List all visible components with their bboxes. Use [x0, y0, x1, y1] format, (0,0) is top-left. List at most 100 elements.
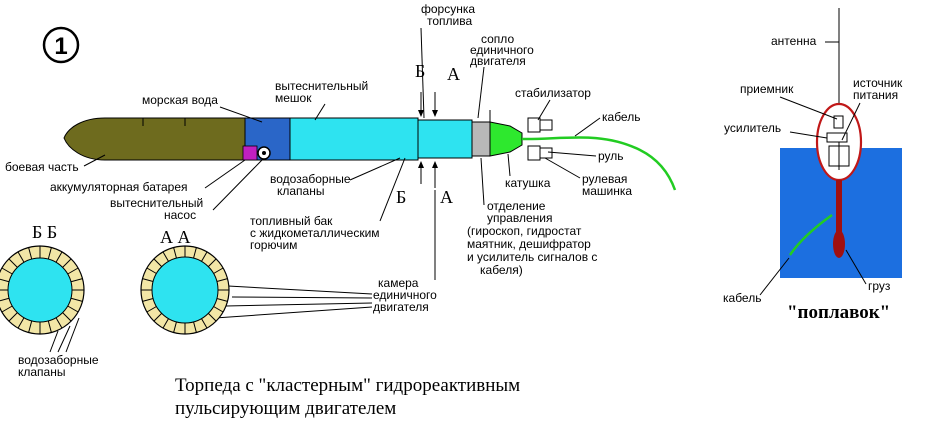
ring-divider — [1, 305, 13, 313]
ring-divider — [193, 247, 197, 259]
label-chamber-3: двигателя — [373, 300, 429, 314]
ring-divider — [162, 318, 169, 329]
torpedo-body — [63, 110, 677, 191]
label-coil: катушка — [505, 176, 551, 190]
label-receiver: приемник — [740, 82, 794, 96]
label-power-source: источник — [853, 76, 903, 90]
ring-divider — [62, 312, 72, 322]
label-amplifier: усилитель — [724, 121, 781, 135]
ring-divider — [216, 298, 228, 302]
ring-divider — [173, 247, 177, 259]
label-intake-valves: водозаборные — [270, 172, 351, 186]
ring-divider — [201, 318, 208, 329]
label-control-3: (гироскоп, гидростат — [467, 224, 582, 238]
figure-number: 1 — [54, 33, 67, 60]
displacement-bag — [289, 117, 419, 161]
float-stem — [836, 180, 842, 238]
section-a-bottom: А — [440, 187, 453, 207]
ring-divider — [142, 298, 154, 302]
label-control: отделение — [487, 199, 546, 213]
ring-divider — [1, 267, 13, 275]
ring-divider — [193, 321, 197, 333]
section-b-bottom: Б — [396, 187, 406, 207]
label-nozzle: сопло — [481, 32, 514, 46]
ring-divider — [17, 251, 25, 263]
label-fuel-tank-3: горючим — [250, 238, 297, 252]
cable-line — [521, 136, 677, 191]
label-control-2: управления — [487, 211, 552, 225]
section-bb-title: Б Б — [32, 222, 57, 242]
label-sea-water: морская вода — [142, 93, 218, 107]
ring-divider — [153, 312, 163, 322]
ring-divider — [47, 320, 52, 333]
label-battery: аккумуляторная батарея — [50, 180, 188, 194]
ring-divider — [8, 258, 18, 268]
label-nozzle-2: единичного — [470, 43, 534, 57]
ring-divider — [70, 278, 83, 283]
ring-divider — [146, 306, 157, 313]
ring-divider — [8, 312, 18, 322]
label-fuel: топлива — [427, 14, 472, 28]
ring-divider — [67, 267, 79, 275]
ring-divider — [0, 278, 10, 283]
ring-divider — [153, 258, 163, 268]
ring-divider — [70, 297, 83, 302]
label-weight: груз — [868, 279, 891, 293]
label-bb-valves-2: клапаны — [18, 365, 65, 379]
ring-divider — [201, 251, 208, 262]
ring-divider — [162, 251, 169, 262]
warhead — [63, 117, 246, 161]
label-stabilizer: стабилизатор — [515, 86, 591, 100]
label-control-6: кабеля) — [480, 263, 523, 277]
ring-divider — [62, 258, 72, 268]
figure-number-badge: 1 — [42, 26, 80, 64]
label-intake-valves-2: клапаны — [277, 184, 324, 198]
ring-divider — [47, 247, 52, 260]
label-bag-2: мешок — [275, 91, 312, 105]
label-steering-2: машинка — [582, 184, 632, 198]
section-a-top: А — [447, 64, 460, 84]
label-bb-valves: водозаборные — [18, 353, 99, 367]
ring-divider — [146, 267, 157, 274]
ring-divider — [55, 317, 63, 329]
ring-divider — [173, 321, 177, 333]
label-chamber-2: единичного — [373, 288, 437, 302]
label-steering: рулевая — [582, 172, 627, 186]
label-fuel-tank-2: с жидкометаллическим — [250, 226, 380, 240]
label-power-source-2: питания — [853, 88, 898, 102]
label-rudder: руль — [598, 149, 624, 163]
float-title: "поплавок" — [787, 302, 890, 323]
label-control-5: и усилитель сигналов с — [467, 250, 597, 264]
ring-divider — [216, 278, 228, 282]
ring-divider — [17, 317, 25, 329]
nozzle — [489, 121, 523, 157]
label-fuel-tank: топливный бак — [250, 214, 333, 228]
label-float-cable: кабель — [723, 291, 761, 305]
label-bag: вытеснительный — [275, 79, 368, 93]
section-aa-title: А А — [160, 227, 191, 247]
cross-section-aa — [140, 245, 230, 335]
engine-chamber — [471, 121, 491, 157]
label-pump: вытеснительный — [110, 196, 203, 210]
label-injector: форсунка — [421, 2, 475, 16]
section-markers: Б А Б А — [396, 61, 460, 207]
ring-divider — [213, 306, 224, 313]
ring-divider — [142, 278, 154, 282]
label-chamber: камера — [378, 276, 419, 290]
section-b-top: Б — [415, 61, 425, 81]
float-weight — [833, 230, 845, 258]
ring-divider — [207, 258, 217, 268]
ring-divider — [28, 320, 33, 333]
battery — [242, 145, 258, 161]
caption-line-2: пульсирующим двигателем — [175, 398, 396, 419]
stabilizer — [522, 117, 553, 161]
float-diagram — [780, 8, 902, 278]
label-warhead: боевая часть — [5, 160, 79, 174]
ring-divider — [55, 251, 63, 263]
ring-divider — [213, 267, 224, 274]
label-pump-2: насос — [164, 208, 196, 222]
fuel-tank — [417, 119, 473, 159]
float-cable — [788, 213, 833, 256]
ring-divider — [0, 297, 10, 302]
caption-line-1: Торпеда с "кластерным" гидрореактивным — [175, 375, 520, 396]
